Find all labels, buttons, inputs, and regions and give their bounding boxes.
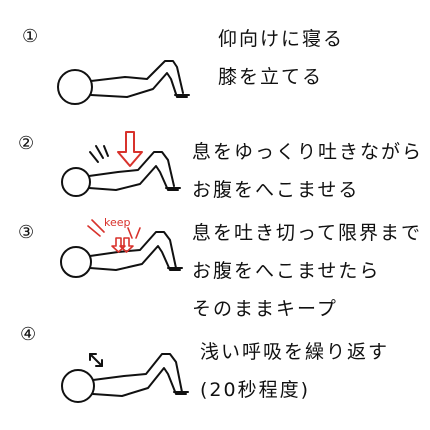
- step-3-line-2: お腹をへこませたら: [192, 260, 381, 282]
- step-3-number: ③: [18, 222, 35, 243]
- step-2-line-2: お腹をへこませる: [192, 179, 360, 201]
- step-4-line-1: 浅い呼吸を繰り返す: [200, 341, 390, 363]
- step-3-line-3: そのままキープ: [192, 298, 338, 320]
- step-2-number: ②: [18, 133, 35, 154]
- step-1-line-1: 仰向けに寝る: [218, 28, 345, 50]
- step-1-number: ①: [22, 26, 39, 47]
- step-4-number: ④: [20, 324, 37, 345]
- step-1-figure: [57, 60, 190, 105]
- step-3-line-1: 息を吐き切って限界まで: [192, 222, 423, 244]
- step-3-text: 息を吐き切って限界まで お腹をへこませたら そのままキープ: [192, 214, 422, 328]
- step-2-text: 息をゆっくり吐きながら お腹をへこませる: [192, 133, 423, 209]
- step-4-text: 浅い呼吸を繰り返す (20秒程度): [200, 333, 389, 409]
- step-1-text: 仰向けに寝る 膝を立てる: [218, 20, 344, 96]
- step-2-figure: [61, 131, 181, 197]
- step-3-figure: [60, 219, 183, 278]
- keep-label: keep: [104, 216, 131, 229]
- step-1-line-2: 膝を立てる: [218, 66, 324, 88]
- step-4-line-2: (20秒程度): [200, 379, 311, 401]
- step-2-line-1: 息をゆっくり吐きながら: [192, 141, 424, 163]
- step-4-figure: [61, 353, 189, 403]
